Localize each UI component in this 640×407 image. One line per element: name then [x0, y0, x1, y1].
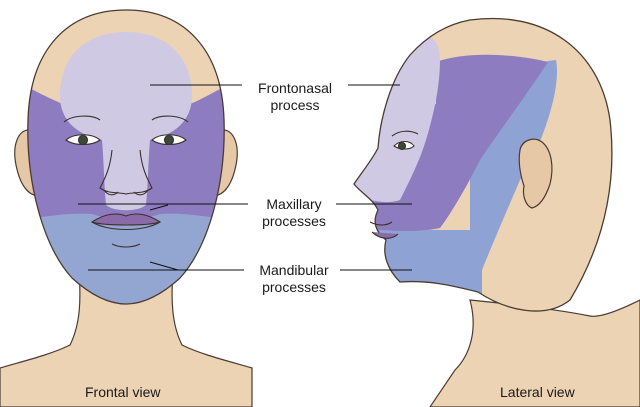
label-mandibular: Mandibular processes — [259, 262, 329, 295]
frontal-neck — [0, 259, 253, 407]
leader-mandibular-left-tick — [149, 261, 179, 271]
lateral-mandibular-region — [360, 60, 557, 312]
leader-lines — [78, 84, 412, 271]
label-maxillary: Maxillary processes — [262, 196, 326, 229]
frontal-features — [63, 115, 189, 248]
caption-frontal-view: Frontal view — [85, 384, 161, 400]
lateral-maxillary-region — [360, 54, 548, 231]
leader-maxillary-left-tick — [149, 204, 169, 211]
lateral-head — [353, 17, 640, 407]
label-frontonasal: Frontonasal process — [258, 80, 332, 113]
lateral-ear — [518, 138, 553, 209]
lateral-features — [369, 130, 419, 239]
frontal-head — [0, 9, 253, 407]
frontal-frontonasal-region — [60, 32, 192, 211]
caption-lateral-view: Lateral view — [500, 384, 575, 400]
